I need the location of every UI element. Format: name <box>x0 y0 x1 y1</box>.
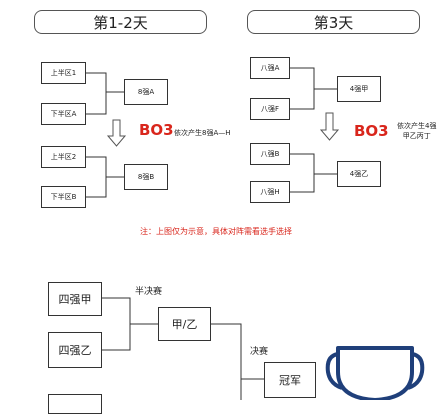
champion-box: 冠军 <box>264 362 316 398</box>
down-arrow-icon <box>106 119 127 147</box>
team-box-lower-a: 下半区A <box>41 103 86 125</box>
stage-title-text: 第1-2天 <box>93 13 148 32</box>
stage-title-text: 第3天 <box>313 13 354 32</box>
stage-title-day1-2: 第1-2天 <box>34 10 207 34</box>
team-box-8f: 八强F <box>250 98 290 120</box>
team-box-4-yi: 四强乙 <box>48 332 102 368</box>
team-box-4-jia: 四强甲 <box>48 282 102 316</box>
result-box-4-jia: 4强甲 <box>337 76 381 102</box>
team-box-upper-1: 上半区1 <box>41 62 86 84</box>
final-label: 决赛 <box>250 347 269 357</box>
result-box-8b: 8强B <box>124 164 168 190</box>
semifinal-label: 半决赛 <box>135 287 163 297</box>
format-label-left: BO3 <box>139 121 174 139</box>
description-left: 依次产生8强A—H <box>174 129 231 137</box>
description-right-line2: 甲乙丙丁 <box>402 132 431 140</box>
team-box-8a: 八强A <box>250 57 290 79</box>
disclaimer-note: 注：上图仅为示意，具体对阵需看选手选择 <box>140 227 292 236</box>
team-box-lower-b: 下半区B <box>41 186 86 208</box>
result-box-8a: 8强A <box>124 79 168 105</box>
team-box-upper-2: 上半区2 <box>41 146 86 168</box>
team-box-partial <box>48 394 102 414</box>
format-label-right: BO3 <box>354 122 389 140</box>
stage-title-day3: 第3天 <box>247 10 420 34</box>
description-right: 依次产生4强 甲乙丙丁 <box>397 121 436 141</box>
team-box-8h: 八强H <box>250 181 290 203</box>
team-box-8b: 八强B <box>250 143 290 165</box>
semifinal-result-box: 甲/乙 <box>158 307 211 341</box>
description-right-line1: 依次产生4强 <box>397 122 437 130</box>
trophy-icon <box>325 346 425 400</box>
result-box-4-yi: 4强乙 <box>337 161 381 187</box>
